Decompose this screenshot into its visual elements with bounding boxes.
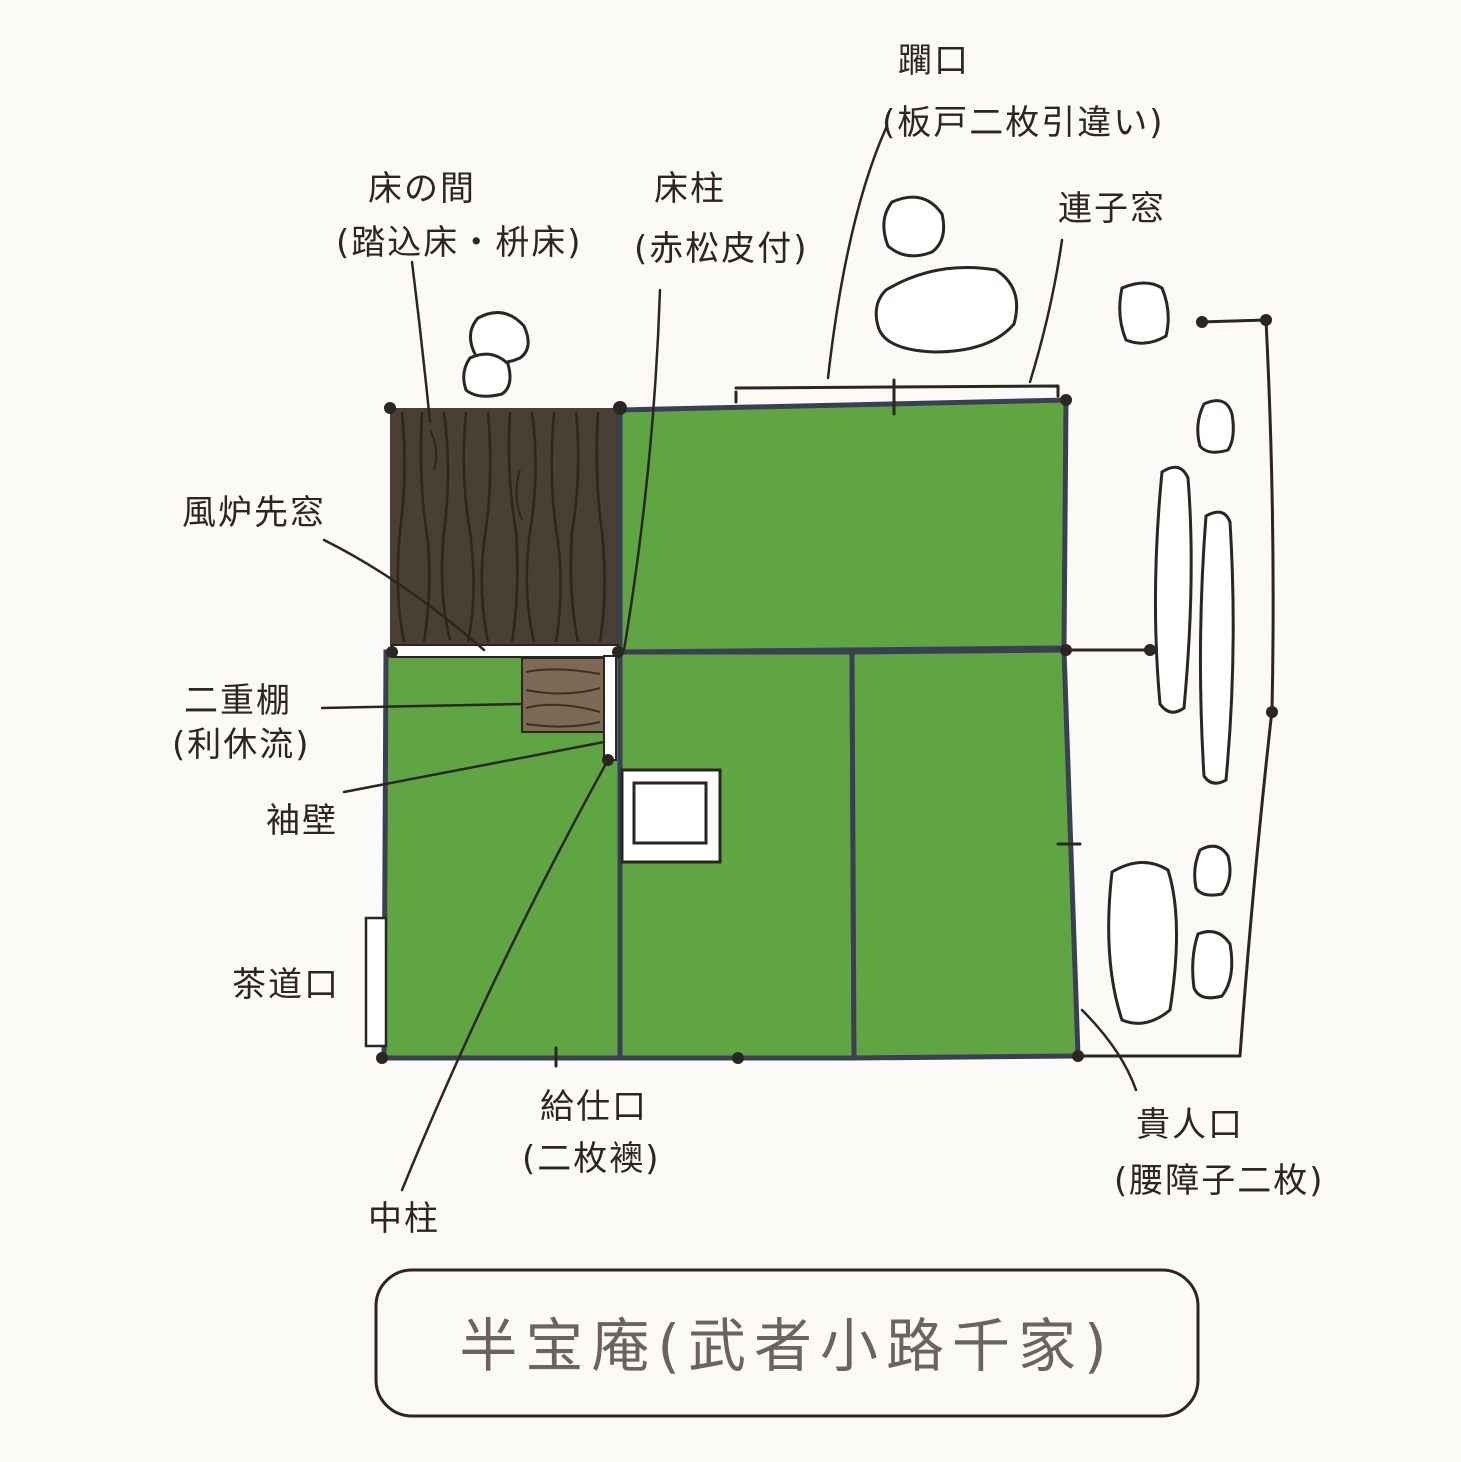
label-tokonoma: 床の間 — [368, 169, 476, 209]
label-kyujiguchi: 給仕口 — [540, 1087, 648, 1127]
posts — [376, 394, 1084, 1064]
tatami-right — [849, 647, 1081, 1061]
labels: 躙口 (板戸二枚引違い) 床の間 (踏込床・枡床) 床柱 (赤松皮付) 連子窓 … — [172, 41, 1325, 1239]
stepping-stone — [1193, 844, 1232, 897]
label-nijudana-sub: (利休流) — [172, 725, 311, 765]
label-kininguchi-sub: (腰障子二枚) — [1114, 1161, 1325, 1201]
stepping-stone — [1191, 930, 1234, 1000]
label-nijiriguchi-sub: (板戸二枚引違い) — [882, 103, 1165, 143]
leader-lines — [320, 126, 1138, 1192]
label-nijudana: 二重棚 — [184, 681, 292, 721]
tokonoma-wood-grain — [396, 411, 606, 643]
stepping-stone — [1107, 861, 1178, 1025]
label-nakabashira: 中柱 — [368, 1199, 440, 1239]
stepping-stone — [462, 352, 512, 398]
stepping-stone — [469, 311, 530, 364]
label-renjimado: 連子窓 — [1058, 189, 1166, 229]
stepping-stone — [882, 195, 946, 258]
floor-plan — [364, 378, 1084, 1068]
stepping-stone — [874, 266, 1019, 354]
nijiriguchi-line — [734, 378, 1060, 416]
sodekabe-wall — [603, 655, 617, 761]
stepping-stone — [1196, 399, 1235, 454]
label-sadouguchi: 茶道口 — [232, 965, 340, 1005]
label-kyujiguchi-sub: (二枚襖) — [522, 1139, 661, 1179]
shelf-grain — [525, 668, 601, 728]
title-box: 半宝庵(武者小路千家) — [374, 1268, 1200, 1418]
stepping-stone — [1118, 281, 1170, 345]
title: 半宝庵(武者小路千家) — [459, 1312, 1114, 1380]
label-tokobashira-sub: (赤松皮付) — [634, 229, 809, 269]
furosaki-strip — [391, 644, 619, 658]
stepping-stone — [1153, 465, 1193, 714]
label-tokonoma-sub: (踏込床・枡床) — [336, 223, 583, 263]
label-kininguchi: 貴人口 — [1136, 1105, 1244, 1145]
sadouguchi-door — [364, 916, 388, 1048]
label-furosakimado: 風炉先窓 — [182, 493, 326, 533]
label-tokobashira: 床柱 — [654, 169, 726, 209]
ro-inner — [632, 781, 708, 845]
stepping-stone — [1198, 510, 1235, 785]
title-frame — [374, 1268, 1200, 1418]
label-nijiriguchi: 躙口 — [898, 41, 970, 81]
label-sodekabe: 袖壁 — [266, 801, 338, 841]
garden — [462, 195, 1278, 1058]
tatami-top — [617, 397, 1069, 655]
